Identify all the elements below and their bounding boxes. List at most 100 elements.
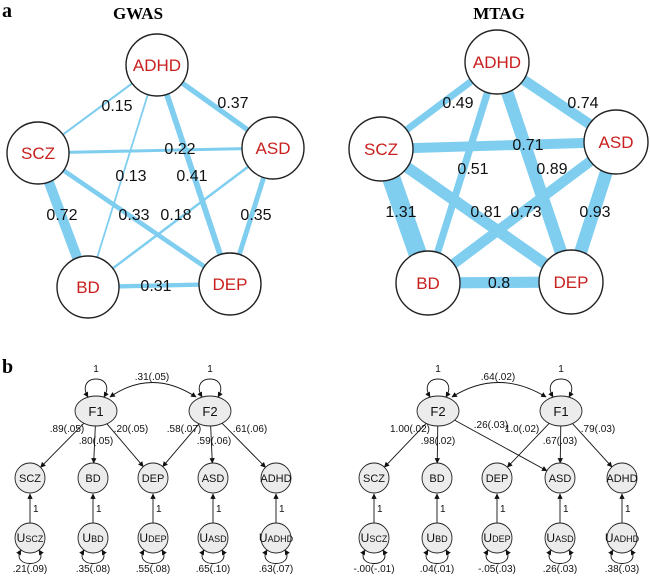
node-label-scz: SCZ <box>364 140 398 159</box>
residual-variance-loop <box>139 549 167 564</box>
loading-path <box>220 421 266 468</box>
residual-u-prefix: U <box>483 531 492 545</box>
node-label-asd: ASD <box>599 133 634 152</box>
indicator-label: DEP <box>142 473 165 485</box>
residual-node-label: UASD <box>546 531 574 545</box>
residual-node-label: UADHD <box>605 531 640 545</box>
sem-model-gwas: .31(.05).89(.05).80(.05).20(.05).58(.07)… <box>13 364 294 575</box>
loading-label: .80(.05) <box>79 436 113 447</box>
residual-variance-loop <box>546 549 574 564</box>
panel-b-letter: b <box>2 356 13 378</box>
residual-node-label: UADHD <box>259 531 294 545</box>
residual-node-label: UDEP <box>483 531 510 545</box>
factor-covariance-label: .64(.02) <box>481 372 515 383</box>
edge-label-bd-dep: 0.31 <box>140 278 171 295</box>
residual-path-label: 1 <box>625 504 631 515</box>
loading-path <box>40 421 86 468</box>
edge-scz-asd <box>380 137 617 154</box>
loading-path <box>105 422 144 467</box>
residual-u-prefix: U <box>259 531 268 545</box>
residual-u-prefix: U <box>361 531 370 545</box>
residual-u-subscript: SCZ <box>25 534 44 544</box>
loading-label: .79(.03) <box>581 424 615 435</box>
residual-variance-loop <box>199 549 227 564</box>
residual-u-prefix: U <box>17 531 26 545</box>
loading-path <box>570 421 613 468</box>
residual-u-subscript: DEP <box>148 534 167 544</box>
residual-u-subscript: ADHD <box>268 534 294 544</box>
indicator-label: BD <box>85 473 100 485</box>
node-adhd <box>464 29 530 95</box>
loading-path <box>450 417 548 472</box>
residual-u-prefix: U <box>82 531 91 545</box>
loading-path <box>434 425 440 464</box>
factor-variance-label: 1 <box>435 364 441 375</box>
node-label-asd: ASD <box>256 139 291 158</box>
residual-u-subscript: DEP <box>492 534 511 544</box>
loading-label: .61(.06) <box>233 424 267 435</box>
edge-label-asd-bd: 0.73 <box>510 204 541 221</box>
indicator-label: BD <box>429 473 444 485</box>
loading-path <box>383 421 428 468</box>
loading-label: .59(.06) <box>197 436 231 447</box>
indicator-node-bd <box>77 462 109 494</box>
residual-node-label: UASD <box>199 531 227 545</box>
edge-adhd-dep <box>491 60 577 284</box>
loading-label: .20(.05) <box>114 424 148 435</box>
indicator-node-asd <box>544 462 576 494</box>
residual-variance-label: .26(.03) <box>543 564 577 575</box>
indicator-node-adhd <box>606 462 638 494</box>
indicator-label: DEP <box>486 473 509 485</box>
edge-label-asd-dep: 0.93 <box>579 204 610 221</box>
residual-variance-label: .65(.10) <box>196 564 230 575</box>
node-scz <box>348 116 414 182</box>
residual-u-prefix: U <box>605 531 614 545</box>
indicator-node-dep <box>137 462 169 494</box>
edge-label-asd-dep: 0.35 <box>240 207 271 224</box>
factor-variance-loop <box>548 378 574 398</box>
residual-u-subscript: ASD <box>208 534 227 544</box>
residual-u-subscript: SCZ <box>369 534 388 544</box>
factor-variance-loop <box>425 378 451 398</box>
edge-label-adhd-scz: 0.15 <box>101 98 132 115</box>
indicator-node-scz <box>14 462 46 494</box>
edge-adhd-dep <box>154 64 233 285</box>
edge-label-adhd-asd: 0.37 <box>217 95 248 112</box>
factor-variance-loop <box>83 378 109 398</box>
residual-variance-label: .55(.08) <box>136 564 170 575</box>
edge-label-adhd-bd: 0.13 <box>115 168 146 185</box>
loading-label: .89(.05) <box>50 424 84 435</box>
edge-label-adhd-asd: 0.74 <box>567 95 598 112</box>
node-label-bd: BD <box>416 274 440 293</box>
residual-path-label: 1 <box>156 504 162 515</box>
factor-covariance-arc <box>451 382 547 398</box>
factor-label: F1 <box>553 404 568 419</box>
indicator-label: ASD <box>549 473 572 485</box>
node-asd <box>583 109 649 175</box>
loading-label: .67(.03) <box>543 436 577 447</box>
factor-node-f2 <box>416 395 460 427</box>
loading-path <box>91 425 97 464</box>
residual-path-label: 1 <box>279 504 285 515</box>
indicator-label: SCZ <box>19 473 41 485</box>
factor-variance-label: 1 <box>207 364 213 375</box>
panel-b-sem-models: .31(.05).89(.05).80(.05).20(.05).58(.07)… <box>13 364 640 575</box>
node-label-dep: DEP <box>554 273 589 292</box>
indicator-node-adhd <box>260 462 292 494</box>
indicator-label: ADHD <box>606 473 637 485</box>
residual-variance-label: .35(.08) <box>76 564 110 575</box>
residual-u-subscript: BD <box>91 534 104 544</box>
loading-label: 1.0(.02) <box>505 424 539 435</box>
sem-model-mtag: .64(.02)1.00(.02).98(.02).26(.03)1.0(.02… <box>353 364 639 575</box>
factor-label: F2 <box>430 404 445 419</box>
factor-covariance-arc <box>109 382 197 398</box>
residual-node-label: USCZ <box>361 531 388 545</box>
edge-scz-dep <box>36 151 232 286</box>
edge-label-adhd-scz: 0.49 <box>442 95 473 112</box>
indicator-label: ASD <box>202 473 225 485</box>
factor-node-f1 <box>74 395 118 427</box>
factor-covariance-label: .31(.05) <box>135 372 169 383</box>
